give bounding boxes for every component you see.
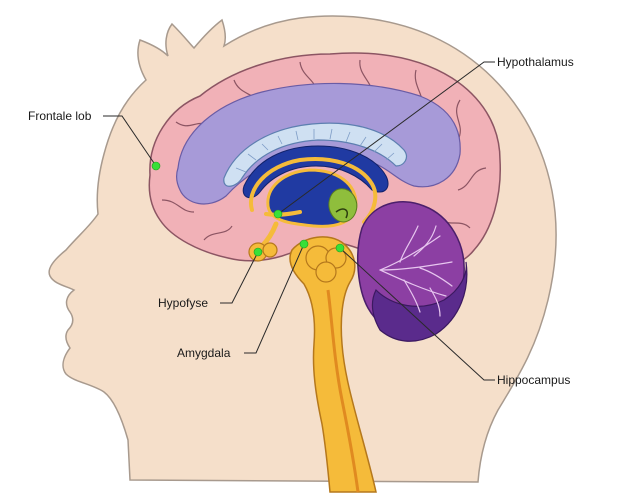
pons (305, 245, 347, 283)
label-hippocampus: Hippocampus (497, 373, 571, 387)
leader-hypothalamus (277, 61, 495, 215)
leader-amygdala (244, 243, 305, 354)
leader-hypofyse (220, 251, 259, 304)
marker-hypofyse (253, 247, 263, 257)
hypothalamus-detail (335, 208, 348, 219)
limbic-region (176, 82, 461, 205)
hypothalamus-region (328, 188, 358, 223)
marker-amygdala (299, 239, 309, 249)
corpus-callosum-striations (235, 128, 395, 173)
label-hypothalamus: Hypothalamus (497, 55, 574, 69)
marker-hippocampus (335, 243, 345, 253)
marker-frontal (151, 161, 161, 171)
leader-lines (103, 61, 495, 381)
cerebellum-lower (371, 261, 468, 342)
label-hypofyse: Hypofyse (158, 296, 209, 310)
label-frontal-lobe: Frontale lob (28, 109, 92, 123)
arbor-vitae (379, 225, 453, 317)
corpus-callosum (223, 122, 408, 187)
fornix (248, 157, 378, 224)
label-amygdala: Amygdala (177, 346, 231, 360)
leader-frontal (103, 115, 157, 167)
marker-hypothalamus (273, 209, 283, 219)
markers (151, 161, 345, 257)
brainstem (289, 236, 377, 493)
brainstem-core (326, 289, 360, 493)
leader-hippocampus (339, 247, 495, 381)
